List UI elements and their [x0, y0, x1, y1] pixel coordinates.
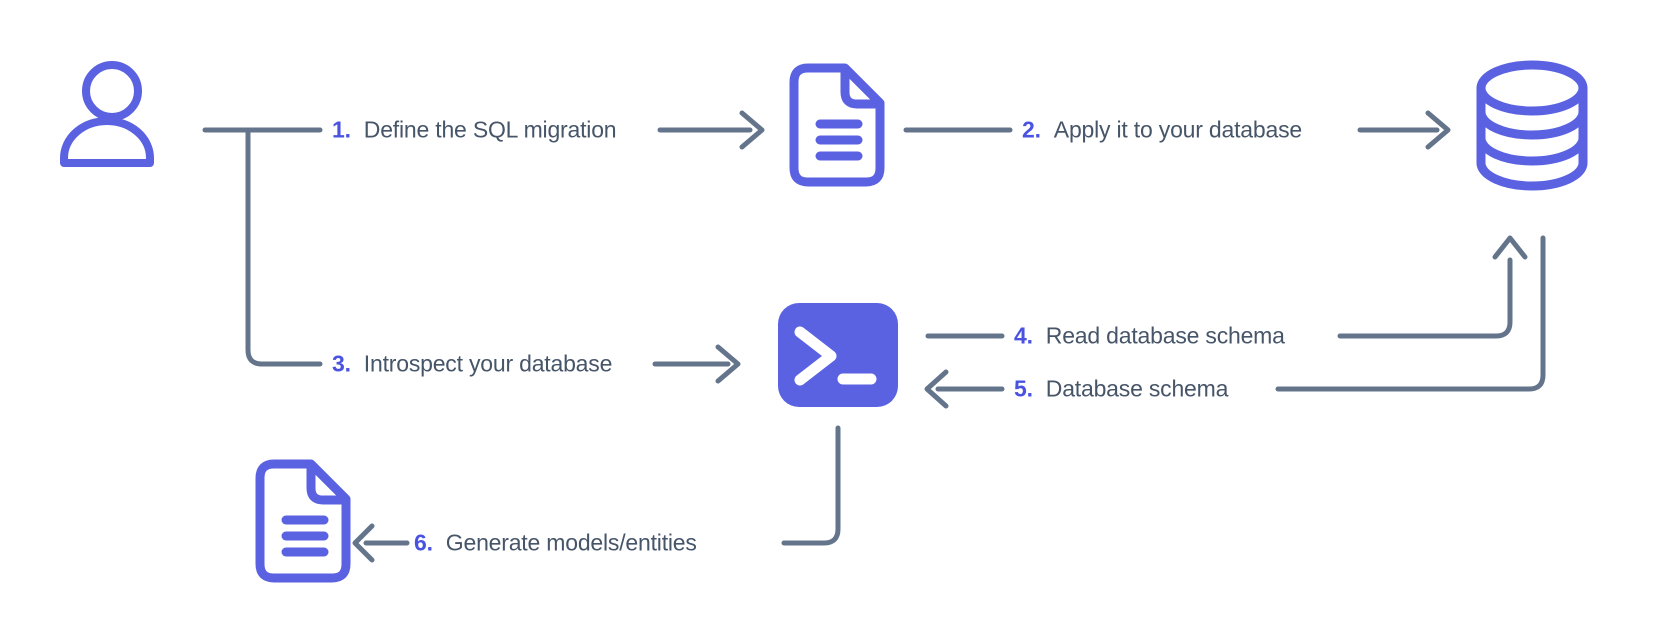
arrowhead-step3-right: [715, 344, 741, 384]
arrowhead-step6-left: [352, 523, 375, 563]
arrowhead-step5-left: [924, 369, 949, 409]
step-1-number: 1.: [332, 116, 351, 143]
step-1-text: Define the SQL migration: [363, 116, 617, 143]
connector-database-down-to-step5: [1275, 235, 1546, 392]
step-3-text: Introspect your database: [363, 350, 613, 377]
step-3-label: 3. Introspect your database: [332, 351, 612, 378]
step-5-text: Database schema: [1045, 375, 1229, 402]
arrowhead-step2-right: [1425, 110, 1451, 150]
step-2-text: Apply it to your database: [1053, 116, 1302, 143]
step-5-label: 5. Database schema: [1014, 376, 1228, 403]
step-4-text: Read database schema: [1045, 322, 1285, 349]
step-6-label: 6. Generate models/entities: [414, 530, 697, 557]
step-3-number: 3.: [332, 350, 351, 377]
step-2-number: 2.: [1022, 116, 1041, 143]
terminal-prompt-chevron: [794, 326, 837, 386]
terminal-icon: [778, 303, 898, 407]
document-icon: [260, 464, 346, 578]
arrowhead-step4-up: [1492, 235, 1528, 260]
connector-user-branch-to-step3: [245, 127, 323, 367]
user-icon: [60, 61, 154, 167]
step-1-label: 1. Define the SQL migration: [332, 116, 617, 144]
step-4-number: 4.: [1014, 322, 1033, 349]
step-6-text: Generate models/entities: [445, 529, 697, 556]
connector-step4-up-to-database: [1337, 257, 1513, 339]
document-icon: [794, 68, 880, 182]
step-6-number: 6.: [414, 529, 433, 556]
step-2-label: 2. Apply it to your database: [1022, 117, 1302, 144]
database-icon: [1476, 60, 1588, 191]
step-5-number: 5.: [1014, 375, 1033, 402]
connector-terminal-down-to-step6: [781, 425, 841, 546]
arrowhead-step1-right: [739, 110, 765, 150]
step-4-label: 4. Read database schema: [1014, 323, 1285, 350]
